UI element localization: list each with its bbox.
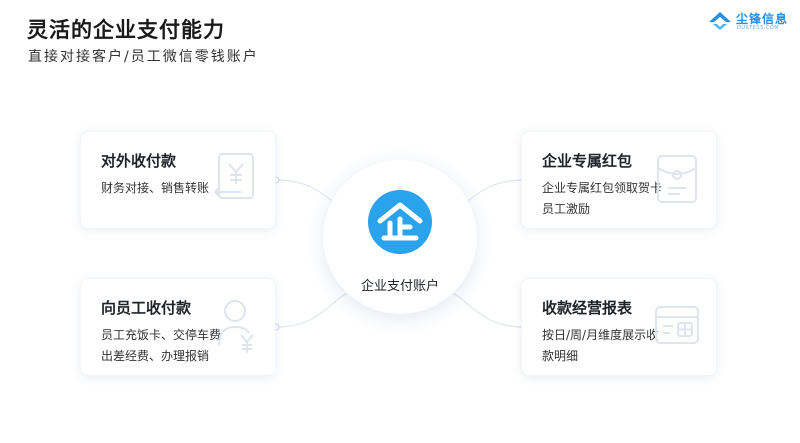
yen-invoice-icon — [214, 153, 254, 199]
card-external-payments: 对外收付款 财务对接、销售转账 — [80, 131, 276, 229]
card-desc-line: 员工充饭卡、交停车费 — [101, 328, 222, 342]
logo-name: 尘锋信息 — [736, 12, 789, 26]
page-subtitle: 直接对接客户/员工微信零钱账户 — [28, 49, 259, 65]
card-desc-line: 企业专属红包领取贺卡 — [542, 181, 663, 195]
card-desc-line: 款明细 — [542, 349, 579, 363]
card-description: 员工充饭卡、交停车费 出差经费、办理报销 — [101, 325, 221, 367]
card-red-packet: 企业专属红包 企业专属红包领取贺卡 员工激励 — [521, 131, 717, 229]
card-title: 企业专属红包 — [542, 152, 633, 170]
card-title: 向员工收付款 — [101, 299, 192, 317]
card-desc-line: 财务对接、销售转账 — [101, 181, 210, 195]
card-desc-line: 出差经费、办理报销 — [101, 349, 210, 363]
enterprise-logo-icon — [368, 190, 432, 254]
logo-domain: DUSTESS.COM — [737, 25, 780, 31]
enterprise-payment-account: 企业支付账户 — [323, 160, 477, 314]
card-payment-report: 收款经营报表 按日/周/月维度展示收 款明细 — [521, 278, 717, 376]
card-employee-payments: 向员工收付款 员工充饭卡、交停车费 出差经费、办理报销 — [80, 278, 276, 376]
page-title: 灵活的企业支付能力 — [27, 18, 225, 42]
card-description: 财务对接、销售转账 — [101, 178, 209, 199]
card-title: 对外收付款 — [101, 152, 177, 170]
card-description: 按日/周/月维度展示收 款明细 — [542, 325, 658, 367]
dustess-logo-icon — [709, 12, 731, 30]
center-label: 企业支付账户 — [360, 279, 439, 294]
card-title: 收款经营报表 — [542, 299, 633, 317]
red-packet-icon — [657, 155, 697, 203]
employee-payment-icon — [218, 300, 254, 353]
card-desc-line: 按日/周/月维度展示收 — [542, 328, 659, 342]
report-card-icon — [655, 306, 699, 344]
brand-logo: 尘锋信息 DUSTESS.COM — [707, 10, 789, 34]
card-desc-line: 员工激励 — [542, 202, 591, 216]
card-description: 企业专属红包领取贺卡 员工激励 — [542, 178, 662, 220]
